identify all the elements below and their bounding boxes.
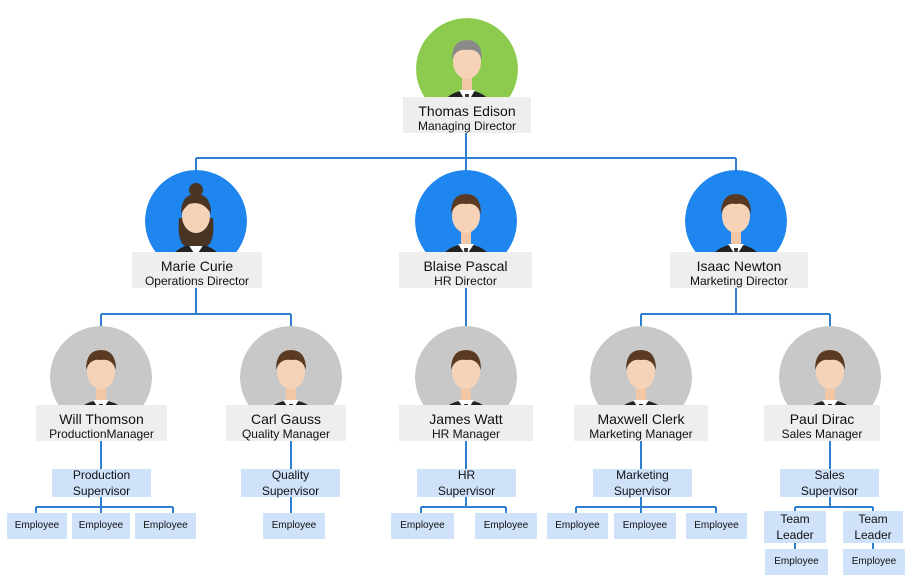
manager-name: Carl Gauss [250, 411, 322, 427]
employee-box: Employee [7, 513, 67, 539]
team-leader-line2: Leader [776, 528, 814, 542]
supervisor-line2: Supervisor [800, 484, 859, 498]
director-label-marketing: Isaac Newton Marketing Director [670, 252, 808, 288]
manager-label-hr: James Watt HR Manager [399, 405, 533, 441]
supervisor-line1: HR [457, 468, 476, 482]
team-leader-box: Team Leader [843, 511, 903, 543]
supervisor-line1: Sales [814, 468, 845, 482]
director-name: Blaise Pascal [423, 258, 508, 274]
supervisor-line1: Marketing [616, 468, 669, 482]
director-role: Operations Director [144, 274, 250, 288]
supervisor-line1: Quality [271, 468, 310, 482]
manager-role: ProductionManager [49, 427, 154, 441]
manager-label-marketing: Maxwell Clerk Marketing Manager [574, 405, 708, 441]
supervisor-box-hr: HR Supervisor [417, 468, 516, 498]
manager-label-quality: Carl Gauss Quality Manager [226, 405, 346, 441]
director-role: HR Director [434, 274, 497, 288]
employee-box: Employee [391, 513, 454, 539]
supervisor-line2: Supervisor [261, 484, 320, 498]
employee-box: Employee [475, 513, 537, 539]
ceo-role: Managing Director [417, 119, 517, 133]
employee-box: Employee [614, 513, 676, 539]
employee-box: Employee [686, 513, 747, 539]
ceo-label: Thomas Edison Managing Director [403, 97, 531, 133]
team-leader-line1: Team [780, 512, 810, 526]
manager-name: James Watt [429, 411, 503, 427]
manager-role: Marketing Manager [589, 427, 693, 441]
manager-label-production: Will Thomson ProductionManager [36, 405, 167, 441]
supervisor-line2: Supervisor [72, 484, 131, 498]
supervisor-line1: Production [72, 468, 131, 482]
supervisor-line2: Supervisor [437, 484, 496, 498]
director-name: Marie Curie [160, 258, 234, 274]
manager-role: Sales Manager [781, 427, 863, 441]
supervisor-box-quality: Quality Supervisor [241, 468, 340, 498]
manager-name: Paul Dirac [789, 411, 855, 427]
director-role: Marketing Director [689, 274, 789, 288]
team-leader-line1: Team [858, 512, 888, 526]
team-leader-line2: Leader [854, 528, 892, 542]
manager-role: HR Manager [431, 427, 501, 441]
employee-box: Employee [135, 513, 196, 539]
employee-box: Employee [547, 513, 608, 539]
manager-label-sales: Paul Dirac Sales Manager [764, 405, 880, 441]
director-name: Isaac Newton [696, 258, 782, 274]
employee-box: Employee [765, 549, 828, 575]
employee-box: Employee [843, 549, 905, 575]
supervisor-line2: Supervisor [613, 484, 672, 498]
director-label-operations: Marie Curie Operations Director [132, 252, 262, 288]
manager-name: Maxwell Clerk [597, 411, 685, 427]
employee-box: Employee [263, 513, 325, 539]
supervisor-box-production: Production Supervisor [52, 468, 151, 498]
manager-role: Quality Manager [241, 427, 331, 441]
supervisor-box-sales: Sales Supervisor [780, 468, 879, 498]
team-leader-box: Team Leader [764, 511, 826, 543]
employee-box: Employee [72, 513, 130, 539]
director-label-hr: Blaise Pascal HR Director [399, 252, 532, 288]
ceo-name: Thomas Edison [418, 103, 516, 119]
manager-name: Will Thomson [59, 411, 144, 427]
supervisor-box-marketing: Marketing Supervisor [593, 468, 692, 498]
